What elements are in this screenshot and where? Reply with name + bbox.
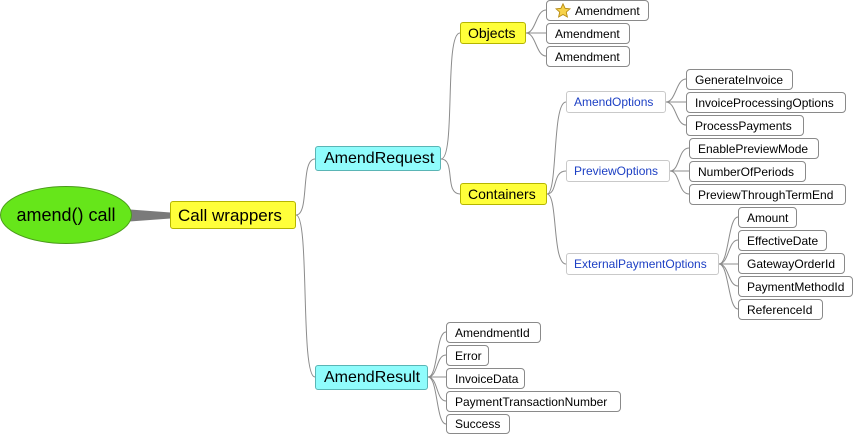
root-node-amend-call[interactable]: amend() call bbox=[0, 186, 132, 244]
node-amendment-starred[interactable]: Amendment bbox=[546, 0, 649, 21]
connector-result-4 bbox=[427, 376, 447, 402]
node-amend-result[interactable]: AmendResult bbox=[315, 365, 428, 390]
connector-objects-amendment-1 bbox=[525, 9, 547, 34]
connector-containers-preview-options bbox=[546, 170, 567, 195]
connector-previewopts-3 bbox=[669, 170, 690, 195]
node-call-wrappers[interactable]: Call wrappers bbox=[170, 201, 296, 229]
node-error[interactable]: Error bbox=[446, 345, 489, 366]
node-amendment[interactable]: Amendment bbox=[546, 23, 630, 44]
node-enable-preview-mode[interactable]: EnablePreviewMode bbox=[689, 138, 819, 159]
node-amendment-id[interactable]: AmendmentId bbox=[446, 322, 541, 343]
node-payment-transaction-number[interactable]: PaymentTransactionNumber bbox=[446, 391, 621, 412]
node-amend-options[interactable]: AmendOptions bbox=[566, 91, 666, 113]
connector-previewopts-1 bbox=[669, 147, 690, 172]
node-process-payments[interactable]: ProcessPayments bbox=[686, 115, 804, 136]
node-preview-options[interactable]: PreviewOptions bbox=[566, 160, 670, 182]
node-amendment[interactable]: Amendment bbox=[546, 46, 630, 67]
node-reference-id[interactable]: ReferenceId bbox=[738, 299, 823, 320]
connector-containers-amend-options bbox=[546, 101, 567, 195]
connector-extpay-4 bbox=[718, 263, 739, 287]
connector-containers-external-payment bbox=[546, 193, 567, 265]
connector-extpay-5 bbox=[718, 263, 739, 310]
connector-objects-amendment-3 bbox=[525, 32, 547, 57]
node-objects[interactable]: Objects bbox=[460, 22, 526, 44]
connector-wrappers-request bbox=[295, 158, 316, 216]
node-invoice-processing-options[interactable]: InvoiceProcessingOptions bbox=[686, 92, 846, 113]
node-generate-invoice[interactable]: GenerateInvoice bbox=[686, 69, 793, 90]
node-payment-method-id[interactable]: PaymentMethodId bbox=[738, 276, 853, 297]
node-external-payment-options[interactable]: ExternalPaymentOptions bbox=[566, 253, 719, 275]
star-icon bbox=[555, 3, 571, 18]
node-success[interactable]: Success bbox=[446, 414, 510, 434]
node-preview-through-term-end[interactable]: PreviewThroughTermEnd bbox=[689, 184, 846, 205]
node-amend-request[interactable]: AmendRequest bbox=[315, 146, 441, 171]
connector-result-2 bbox=[427, 354, 447, 378]
amendment-label: Amendment bbox=[575, 3, 640, 18]
connector-wrappers-result bbox=[295, 214, 316, 378]
node-effective-date[interactable]: EffectiveDate bbox=[738, 230, 827, 251]
node-amount[interactable]: Amount bbox=[738, 207, 797, 228]
node-invoice-data[interactable]: InvoiceData bbox=[446, 368, 525, 389]
node-containers[interactable]: Containers bbox=[460, 183, 547, 205]
connector-amendopts-1 bbox=[665, 78, 687, 103]
node-gateway-order-id[interactable]: GatewayOrderId bbox=[738, 253, 845, 274]
node-number-of-periods[interactable]: NumberOfPeriods bbox=[689, 161, 806, 182]
connector-amendopts-3 bbox=[665, 101, 687, 126]
connector-root-wrappers bbox=[129, 209, 171, 222]
connector-result-1 bbox=[427, 331, 447, 378]
connector-request-containers bbox=[440, 158, 461, 195]
connector-extpay-1 bbox=[718, 216, 739, 265]
connector-extpay-2 bbox=[718, 239, 739, 265]
connector-request-objects bbox=[440, 32, 461, 160]
connector-result-5 bbox=[427, 376, 447, 425]
